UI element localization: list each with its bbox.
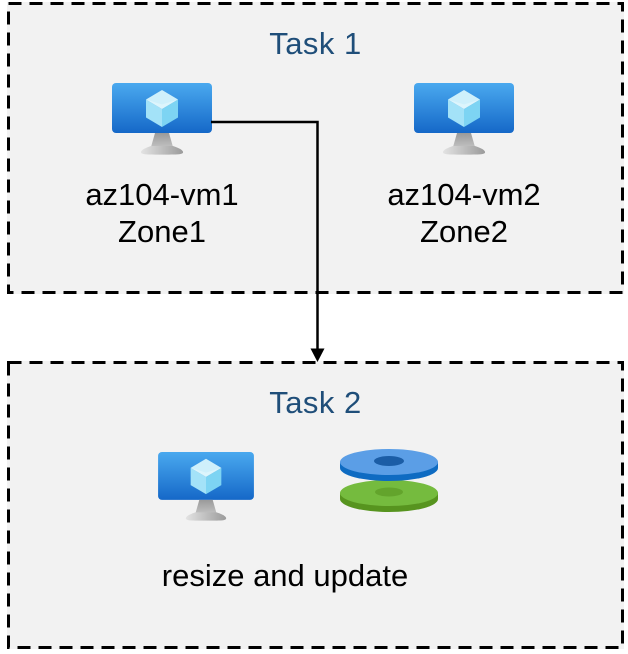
- vm1-name: az104-vm1: [85, 177, 239, 212]
- task2-box: Task 2 resize and update: [7, 361, 624, 649]
- vm1-zone: Zone1: [118, 214, 206, 249]
- disk-blue: [340, 449, 438, 481]
- disks-icon: [340, 449, 438, 512]
- virtual-machine-icon: [414, 83, 514, 155]
- task2-title: Task 2: [269, 385, 362, 420]
- vm-stand: [442, 133, 486, 155]
- vm-stand: [185, 499, 227, 521]
- arrowhead-down-icon: [310, 348, 325, 362]
- task1-box: Task 1 az104-vm1 Zone1: [7, 2, 624, 294]
- virtual-machine-icon: [112, 83, 212, 155]
- vm2-name: az104-vm2: [387, 177, 541, 212]
- vm-stand: [140, 133, 184, 155]
- task2-caption: resize and update: [161, 558, 409, 593]
- vm1-group: az104-vm1 Zone1: [62, 83, 262, 250]
- task1-title: Task 1: [269, 26, 362, 61]
- vm2-zone: Zone2: [420, 214, 508, 249]
- disk-green: [340, 480, 438, 512]
- virtual-machine-icon: [158, 452, 254, 521]
- vm2-label: az104-vm2 Zone2: [387, 176, 540, 250]
- vm2-group: az104-vm2 Zone2: [364, 83, 564, 250]
- vm1-label: az104-vm1 Zone1: [85, 176, 238, 250]
